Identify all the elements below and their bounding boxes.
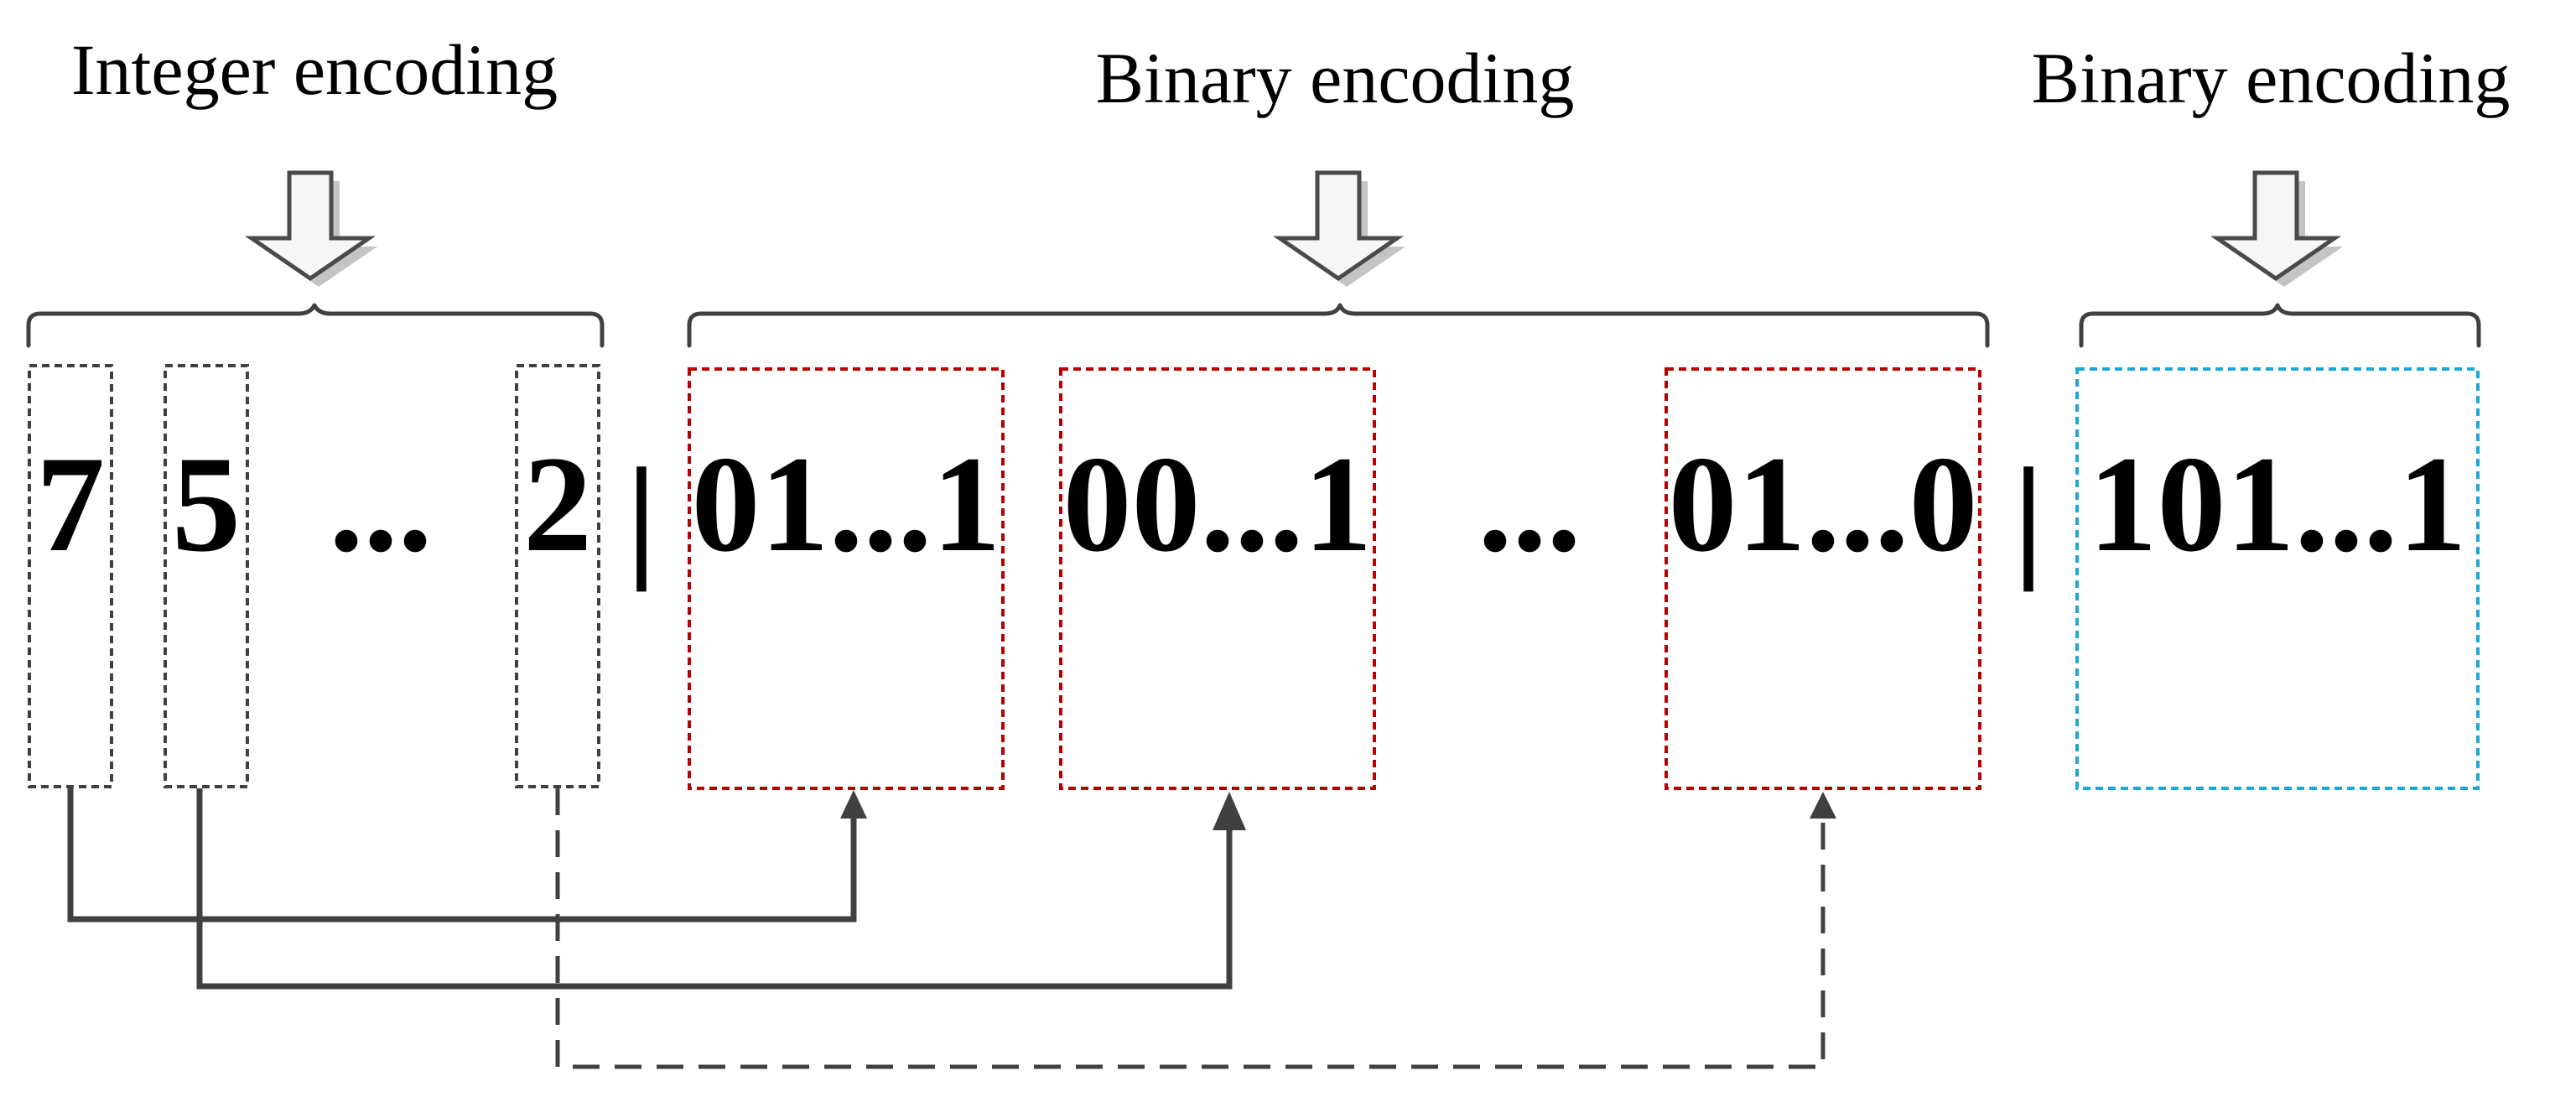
binary-encoding-heading-right: Binary encoding [2032, 38, 2511, 118]
tail-gene-box [2075, 367, 2480, 790]
binary-gene-box [1059, 367, 1376, 790]
integer-encoding-heading: Integer encoding [71, 29, 558, 110]
binary-gene-value: 01...1 [692, 429, 1001, 580]
separator-bar: | [626, 440, 657, 592]
up-arrowhead-icon [1810, 792, 1836, 819]
binary-gene-value: 00...1 [1063, 429, 1373, 580]
up-arrowhead-icon [840, 790, 867, 819]
integer-gene-2: 2 [523, 429, 592, 580]
connector-5-to-second-binary [196, 788, 1233, 990]
connector-7-to-first-binary [67, 788, 857, 923]
binary-gene-box [1665, 367, 1981, 790]
down-block-arrow-icon [2210, 170, 2343, 287]
binary-encoding-heading-middle: Binary encoding [1096, 38, 1575, 118]
integer-brace [26, 303, 605, 348]
integer-gene-5: 5 [172, 429, 241, 580]
binary-brace [687, 303, 1990, 348]
up-arrowhead-icon [1213, 792, 1246, 830]
integer-gene-box [515, 364, 600, 788]
integer-gene-ellipsis: ... [330, 429, 433, 580]
integer-gene-box [164, 364, 249, 788]
down-block-arrow-icon [1272, 170, 1405, 287]
tail-brace [2079, 303, 2481, 348]
tail-binary-value: 101...1 [2089, 429, 2467, 580]
binary-gene-value: 01...0 [1669, 429, 1978, 580]
separator-bar: | [2013, 440, 2044, 592]
down-block-arrow-icon [244, 170, 377, 287]
binary-gene-ellipsis: ... [1478, 429, 1581, 580]
binary-gene-box [688, 367, 1005, 790]
integer-gene-box [28, 364, 113, 788]
integer-gene-7: 7 [36, 429, 105, 580]
connector-2-to-last-binary [555, 788, 1826, 1069]
